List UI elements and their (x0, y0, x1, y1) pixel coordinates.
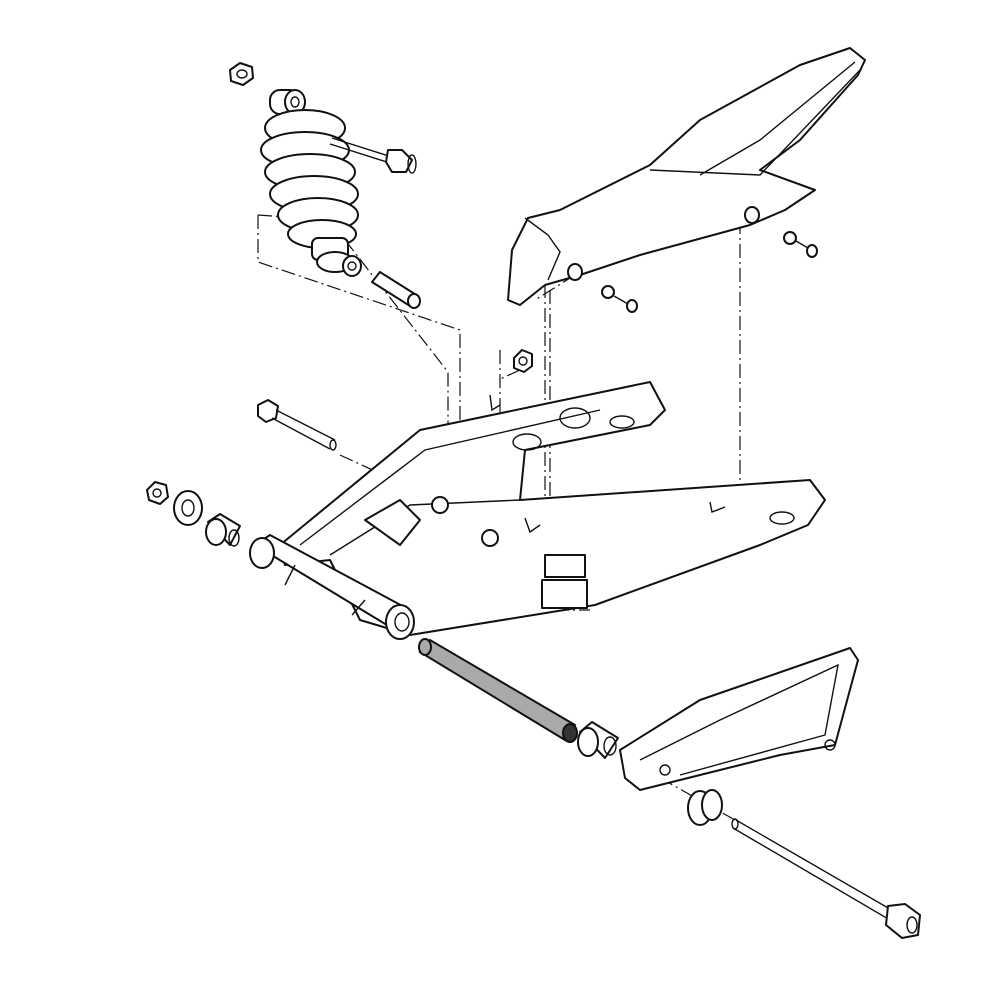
pivot-nut (146, 481, 169, 505)
swingarm-pivot-tube (249, 534, 415, 640)
washer (687, 789, 723, 826)
bolt (257, 399, 337, 451)
chain-guard-screw-2 (783, 231, 818, 258)
chain-guard-screw-1 (601, 285, 638, 313)
shock-spacer (371, 271, 421, 309)
chain-slider (619, 647, 859, 791)
pivot-bolt (731, 818, 921, 939)
nut (513, 349, 533, 373)
rear-shock-absorber (260, 89, 359, 273)
shock-top-nut (229, 62, 254, 86)
shock-mount-bolt (329, 137, 417, 174)
pivot-shaft (418, 638, 578, 743)
shock-collar (342, 255, 362, 277)
pivot-bearing-left (205, 513, 241, 547)
swingarm (279, 381, 826, 636)
chain-guard (507, 47, 866, 306)
pivot-dust-seal (173, 490, 203, 526)
pivot-bearing-right (577, 721, 619, 759)
